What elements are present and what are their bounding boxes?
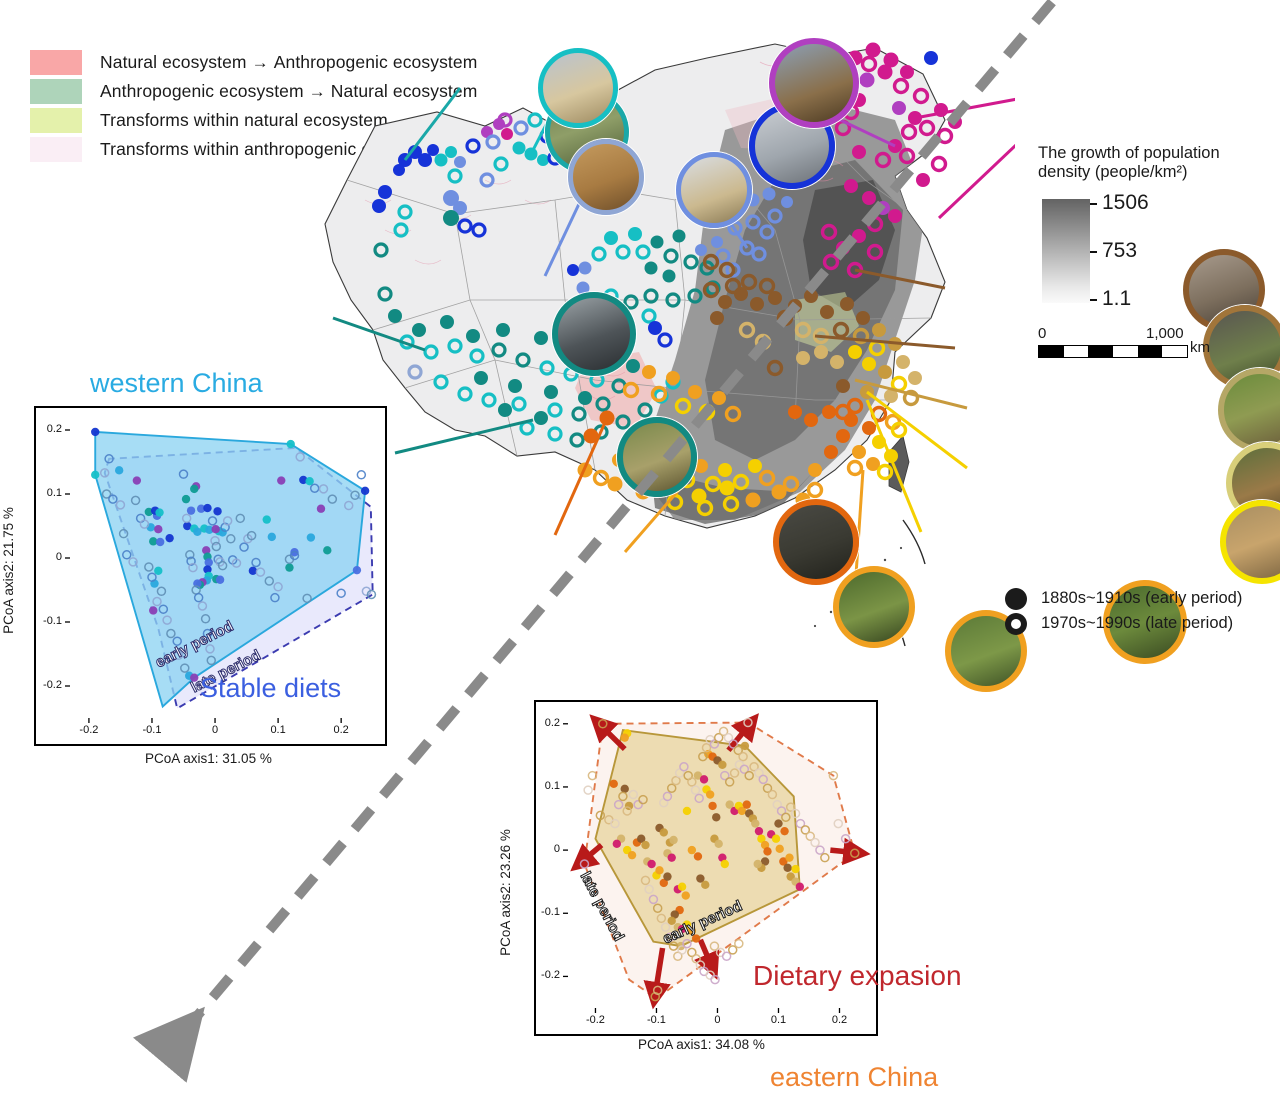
legend-swatch-within-natural	[30, 108, 82, 133]
animal-photo-pere-david-deer[interactable]	[1218, 368, 1280, 452]
scale-bar-graphic	[1038, 345, 1188, 358]
east-xaxis-label: PCoA axis1: 34.08 %	[638, 1037, 765, 1052]
y-tick-label: 0	[553, 843, 560, 856]
y-tick-label: 0.1	[46, 487, 62, 499]
scale-max: 1,000	[1146, 325, 1184, 342]
density-label-mid: 753	[1102, 238, 1138, 262]
animal-photo-muntjac[interactable]	[1103, 580, 1187, 664]
x-tick-label: 0.1	[270, 724, 286, 736]
east-panel-title: eastern China	[770, 1062, 939, 1092]
period-label-late: 1970s~1990s (late period)	[1041, 614, 1234, 632]
y-tick-label: 0.2	[544, 716, 560, 729]
legend-text-before: Natural ecosystem	[100, 52, 247, 72]
animal-photo-serow[interactable]	[773, 499, 859, 585]
legend-swatch-within-anthropogenic	[30, 137, 82, 162]
density-colorbar	[1042, 198, 1090, 303]
density-title-line1: The growth of population	[1038, 144, 1220, 162]
animal-photo-sambar[interactable]	[833, 566, 915, 648]
animal-photo-tibetan-gazelle[interactable]	[538, 48, 618, 128]
period-legend-item-late: 1970s~1990s (late period)	[1005, 611, 1242, 636]
legend-swatch-anthropogenic-to-natural	[30, 79, 82, 104]
density-title-line2: density (people/km²)	[1038, 163, 1188, 182]
density-tick	[1090, 298, 1097, 301]
west-scatter-svg	[65, 427, 377, 723]
animal-photo-goitered-gazelle[interactable]	[676, 152, 752, 228]
west-annotation: Stable diets	[200, 673, 342, 703]
x-tick-label: -0.2	[585, 1014, 605, 1026]
density-label-max: 1506	[1102, 190, 1149, 214]
map-scale-bar: 0 1,000 km	[1038, 325, 1238, 358]
x-tick-label: -0.1	[142, 724, 162, 736]
legend-swatch-natural-to-anthropogenic	[30, 50, 82, 75]
animal-photo-argali[interactable]	[568, 139, 644, 215]
animal-photo-formosan-sika[interactable]	[1220, 500, 1280, 584]
period-label-early: 1880s~1910s (early period)	[1041, 589, 1243, 607]
y-tick-label: -0.2	[43, 679, 62, 691]
animal-photo-musk-deer[interactable]	[617, 417, 697, 497]
animal-photo-goral[interactable]	[552, 292, 636, 376]
scale-min: 0	[1038, 325, 1047, 342]
west-panel-title: western China	[90, 368, 263, 398]
y-tick-label: 0.2	[46, 423, 62, 435]
open-circle-icon	[1005, 612, 1027, 635]
x-tick-label: 0.2	[333, 724, 349, 736]
west-xaxis-label: PCoA axis1: 31.05 %	[145, 751, 272, 766]
scale-numbers: 0 1,000	[1038, 325, 1238, 345]
x-tick-label: -0.1	[646, 1014, 666, 1026]
period-legend: 1880s~1910s (early period) 1970s~1990s (…	[1005, 586, 1242, 636]
y-tick-label: 0	[55, 551, 62, 563]
east-annotation: Dietary expasion	[753, 960, 962, 991]
period-legend-item-early: 1880s~1910s (early period)	[1005, 586, 1242, 611]
x-tick-label: 0.2	[831, 1014, 848, 1026]
x-tick-label: -0.2	[79, 724, 99, 736]
east-yaxis-label: PCoA axis2: 23.26 %	[497, 829, 513, 956]
filled-circle-icon	[1005, 587, 1027, 610]
y-tick-label: -0.2	[541, 969, 560, 982]
east-scatter-svg	[563, 713, 871, 1013]
x-tick-label: 0	[211, 724, 219, 736]
scale-unit: km	[1190, 339, 1210, 356]
density-label-min: 1.1	[1102, 286, 1132, 310]
density-colorbar-wrap: 1506 753 1.1	[1038, 192, 1278, 310]
y-tick-label: -0.1	[541, 906, 560, 919]
west-yaxis-label: PCoA axis2: 21.75 %	[0, 507, 16, 634]
x-tick-label: 0.1	[770, 1014, 787, 1026]
density-tick	[1090, 202, 1097, 205]
population-density-legend: The growth of population density (people…	[1038, 144, 1278, 309]
density-tick	[1090, 250, 1097, 253]
animal-photo-red-deer[interactable]	[769, 38, 859, 128]
y-tick-label: -0.1	[43, 615, 62, 627]
x-tick-label: 0	[714, 1014, 721, 1026]
y-tick-label: 0.1	[544, 779, 560, 792]
